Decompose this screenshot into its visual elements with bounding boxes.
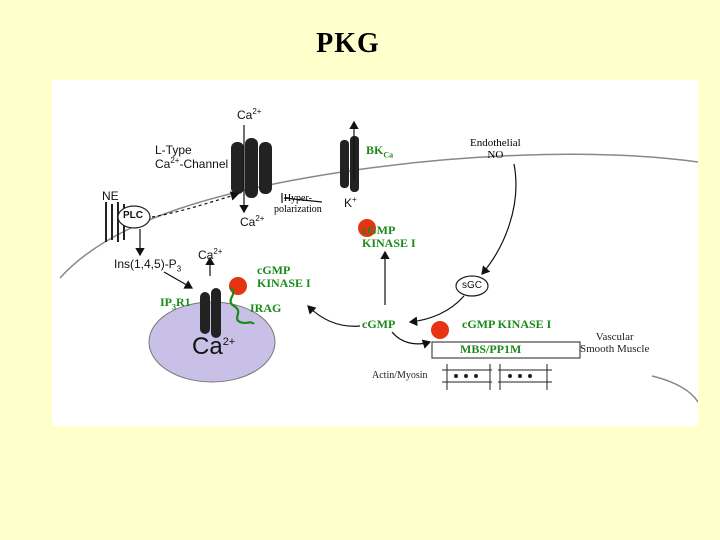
kinase-dot-mid — [229, 277, 247, 295]
myosin-heads — [454, 374, 532, 378]
ca-er-release-label: Ca2+ — [198, 247, 223, 262]
ne-label: NE — [102, 189, 119, 203]
ca-intracellular-label: Ca2+ — [240, 214, 265, 229]
pathway-graphics — [59, 120, 698, 403]
cell-membrane — [59, 153, 698, 279]
ca-extracellular-label: Ca2+ — [237, 107, 262, 122]
mbs-box — [431, 341, 581, 359]
cgmp-label: cGMP — [362, 317, 396, 331]
kinase-dot-right — [431, 321, 449, 339]
hyperpolarization-label: Hyper-polarization — [274, 193, 322, 215]
irag-squiggle — [229, 287, 255, 325]
cgmp-kinase-right-label: cGMP KINASE I — [462, 317, 552, 331]
sgc-oval — [455, 275, 489, 297]
actin-myosin-label: Actin/Myosin — [372, 370, 428, 381]
plc-label: PLC — [123, 210, 143, 221]
bk-channel — [340, 136, 359, 192]
irag-label: IRAG — [250, 301, 282, 315]
ip3r1-label: IP3R1 — [160, 295, 191, 312]
actin-myosin-filaments — [442, 364, 552, 390]
plc-oval — [117, 205, 151, 229]
sgc-label: sGC — [462, 280, 482, 291]
slide-title: PKG — [316, 28, 380, 59]
k-label: K+ — [344, 195, 357, 210]
ne-receptor — [105, 202, 125, 242]
ins-p3-label: Ins(1,4,5)-P3 — [114, 257, 182, 274]
cell-membrane-lower — [651, 375, 698, 403]
ip3r1-channel — [200, 288, 221, 338]
l-type-channel — [231, 138, 272, 198]
ca-store-label: Ca2+ — [192, 333, 236, 360]
mbs-pp1m-label: MBS/PP1M — [460, 342, 522, 356]
kinase-dot-top — [358, 219, 376, 237]
bk-ca-label: BKCa — [366, 143, 394, 160]
